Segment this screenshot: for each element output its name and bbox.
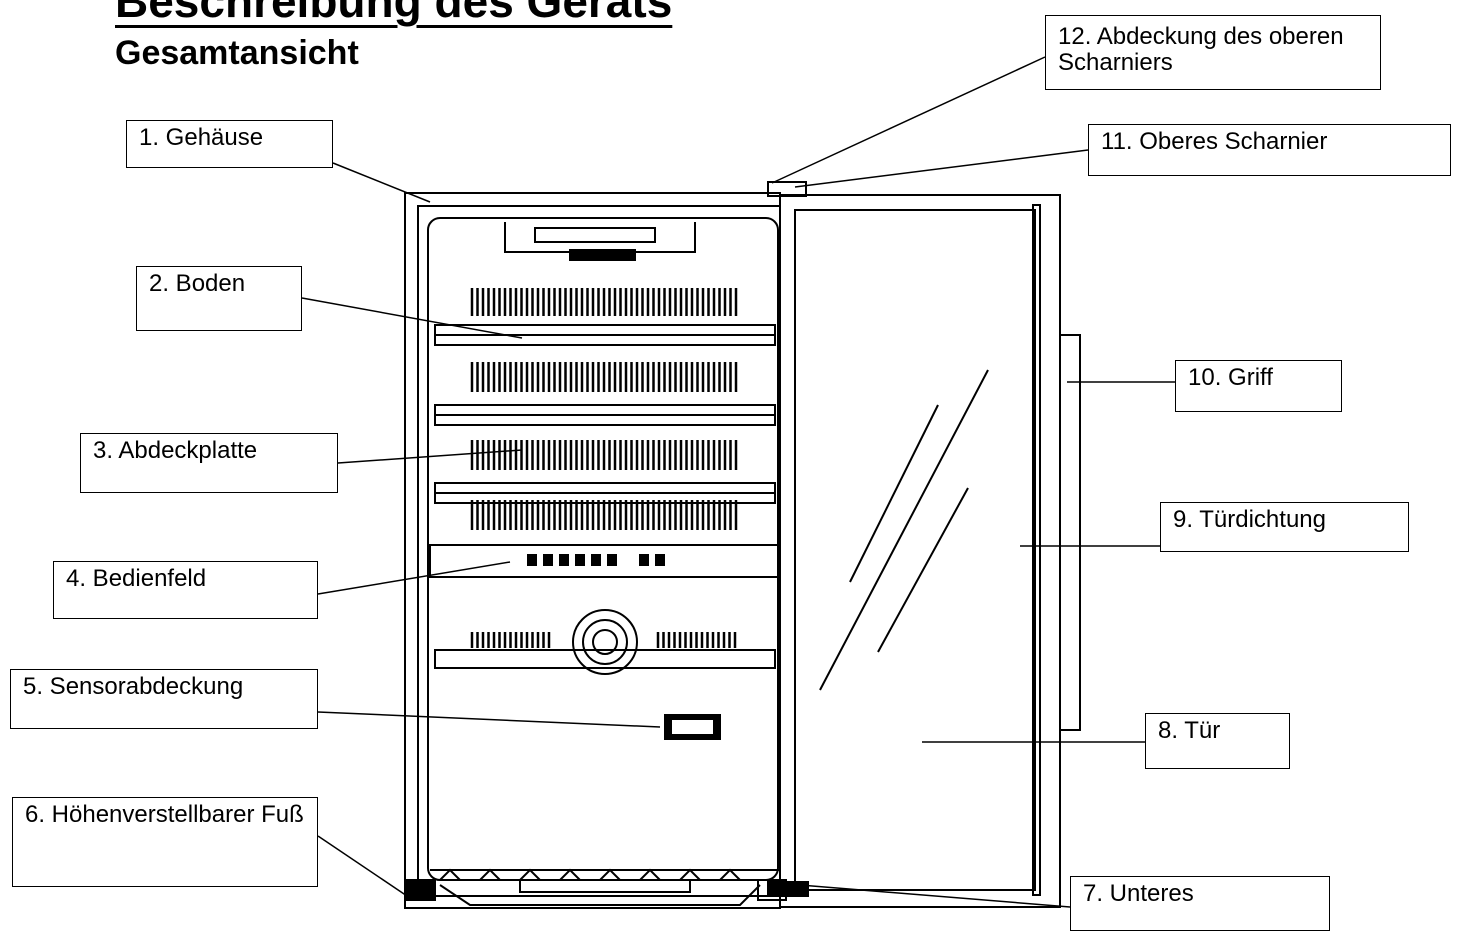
- label-tuerdichtung: 9. Türdichtung: [1160, 502, 1409, 552]
- handle: [1059, 334, 1081, 731]
- section-title: Gesamtansicht: [115, 34, 359, 72]
- shelf-2: [434, 404, 776, 426]
- top-vent: [569, 249, 636, 261]
- door-seal-line: [1032, 204, 1041, 896]
- bottom-hinge: [767, 881, 809, 897]
- label-abdeckplatte: 3. Abdeckplatte: [80, 433, 338, 493]
- label-abdeckung-oberes-scharnier: 12. Abdeckung des oberen Scharniers: [1045, 15, 1381, 90]
- cabinet-liner: [427, 217, 779, 881]
- leader-5: [317, 711, 661, 728]
- top-hinge: [767, 181, 807, 197]
- leader-12: [771, 56, 1046, 184]
- leader-7: [799, 884, 1071, 908]
- label-unteres: 7. Unteres: [1070, 876, 1330, 931]
- label-bedienfeld: 4. Bedienfeld: [53, 561, 318, 619]
- shelf-1: [434, 324, 776, 346]
- label-boden: 2. Boden: [136, 266, 302, 331]
- leader-6: [317, 835, 411, 899]
- leader-3: [337, 449, 523, 464]
- lower-plate: [434, 649, 776, 669]
- leader-1: [332, 162, 431, 203]
- bottom-rail-teeth: [439, 868, 741, 881]
- door-frame: [779, 194, 1061, 908]
- label-oberes-scharnier: 11. Oberes Scharnier: [1088, 124, 1451, 176]
- label-tuer: 8. Tür: [1145, 713, 1290, 769]
- base-frame: [439, 884, 761, 906]
- label-sensorabdeckung: 5. Sensorabdeckung: [10, 669, 318, 729]
- label-gehaeuse: 1. Gehäuse: [126, 120, 333, 168]
- fan-icon: [572, 609, 638, 675]
- left-foot: [406, 879, 436, 901]
- page-heading: Beschreibung des Geräts: [115, 0, 673, 27]
- control-panel: [429, 544, 781, 578]
- leader-2: [301, 297, 523, 339]
- leader-4: [317, 561, 511, 595]
- panel-buttons: [527, 554, 665, 566]
- label-griff: 10. Griff: [1175, 360, 1342, 412]
- door-glass: [794, 209, 1036, 891]
- top-housing: [504, 222, 696, 253]
- leader-11: [794, 149, 1089, 188]
- label-hoehenverstellbarer-fuss: 6. Höhenverstellbarer Fuß: [12, 797, 318, 887]
